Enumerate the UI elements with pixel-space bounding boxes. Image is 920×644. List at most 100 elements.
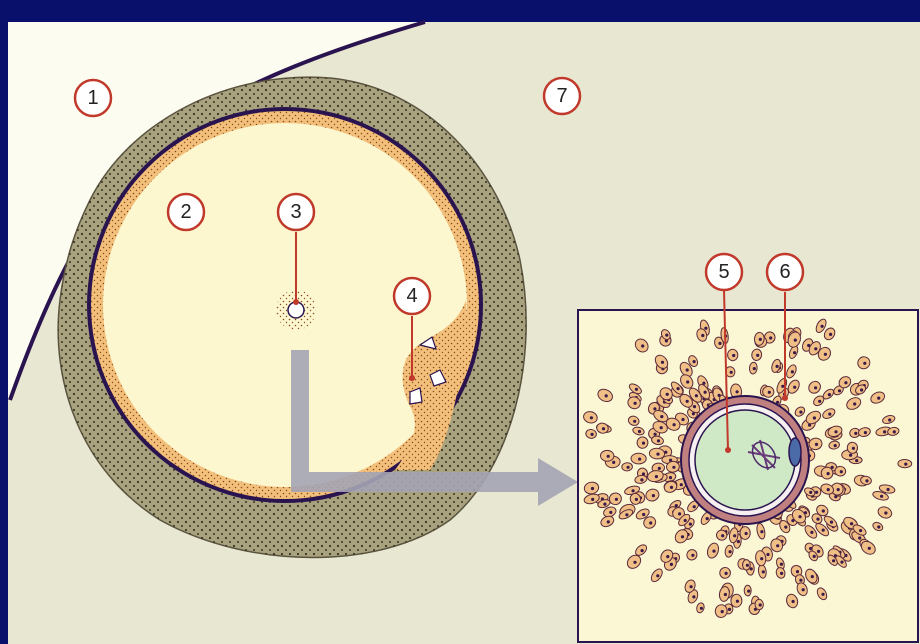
corona-cell-nucleus	[859, 529, 862, 532]
corona-cell-nucleus	[728, 608, 731, 611]
corona-cell-nucleus	[690, 585, 693, 588]
corona-cell-nucleus	[850, 522, 853, 525]
corona-cell-nucleus	[834, 430, 837, 433]
corona-cell-nucleus	[635, 388, 638, 391]
corona-cell-nucleus	[877, 525, 880, 528]
corona-cell-nucleus	[655, 475, 658, 478]
corona-cell-nucleus	[670, 563, 673, 566]
corona-cell-nucleus	[840, 470, 843, 473]
corona-cell-nucleus	[693, 360, 696, 363]
corona-cell-nucleus	[689, 523, 692, 526]
corona-cell-nucleus	[666, 393, 669, 396]
corona-cell-nucleus	[793, 386, 796, 389]
corona-cell-nucleus	[591, 498, 594, 501]
corona-cell-nucleus	[827, 472, 830, 475]
corona-cell-nucleus	[853, 402, 856, 405]
corona-cell-nucleus	[730, 371, 733, 374]
corona-cell-nucleus	[612, 461, 615, 464]
label-3: 3	[278, 194, 314, 230]
corona-cell-nucleus	[792, 600, 795, 603]
corona-cell-nucleus	[666, 555, 669, 558]
corona-cell-nucleus	[822, 509, 825, 512]
corona-cell-nucleus	[745, 532, 748, 535]
corona-cell-nucleus	[860, 388, 863, 391]
corona-cell-nucleus	[686, 400, 689, 403]
corona-cell-nucleus	[837, 488, 840, 491]
corona-cell-nucleus	[793, 351, 796, 354]
corona-cell-nucleus	[858, 536, 861, 539]
corona-cell-nucleus	[893, 430, 896, 433]
corona-cell-nucleus	[780, 572, 783, 575]
corona-cell-nucleus	[852, 447, 855, 450]
corona-cell-nucleus	[634, 402, 637, 405]
corona-cell-nucleus	[863, 362, 866, 365]
corona-cell-nucleus	[627, 466, 630, 469]
corona-cell-nucleus	[638, 430, 641, 433]
corona-cell-nucleus	[766, 553, 769, 556]
corona-cell-nucleus	[821, 593, 824, 596]
corona-cell-nucleus	[607, 455, 610, 458]
corona-cell-nucleus	[660, 415, 663, 418]
corona-cell-nucleus	[669, 476, 672, 479]
corona-cell-nucleus	[818, 400, 821, 403]
oocyte-cytoplasm	[695, 410, 795, 510]
corona-cell-nucleus	[701, 334, 704, 337]
corona-cell-nucleus	[704, 327, 707, 330]
corona-cell-nucleus	[854, 432, 857, 435]
corona-cell-nucleus	[718, 342, 721, 345]
corona-cell-nucleus	[729, 550, 732, 553]
corona-cell-nucleus	[828, 413, 831, 416]
label-5: 5	[706, 254, 742, 290]
corona-cell-nucleus	[591, 433, 594, 436]
corona-cell-nucleus	[746, 564, 749, 567]
corona-cell-nucleus	[832, 559, 835, 562]
corona-cell-nucleus	[633, 420, 636, 423]
svg-text:5: 5	[718, 261, 729, 283]
corona-cell-nucleus	[656, 574, 659, 577]
corona-cell-nucleus	[822, 529, 825, 532]
corona-cell-nucleus	[815, 491, 818, 494]
corona-cell-nucleus	[753, 367, 756, 370]
leader-3-dot	[293, 299, 299, 305]
corona-cell-nucleus	[657, 439, 660, 442]
corona-cell-nucleus	[609, 511, 612, 514]
corona-cell-nucleus	[661, 361, 664, 364]
corona-cell-nucleus	[776, 544, 779, 547]
corona-cell-nucleus	[904, 463, 907, 466]
corona-cell-nucleus	[665, 334, 668, 337]
corona-cell-nucleus	[877, 397, 880, 400]
corona-cell-nucleus	[693, 405, 696, 408]
corona-cell-nucleus	[712, 550, 715, 553]
corona-cell-nucleus	[660, 426, 663, 429]
title-bar	[0, 0, 920, 22]
corona-cell-nucleus	[721, 534, 724, 537]
corona-cell-nucleus	[840, 561, 843, 564]
svg-text:1: 1	[87, 87, 98, 109]
corona-cell-nucleus	[802, 588, 805, 591]
corona-cell-nucleus	[855, 459, 858, 462]
corona-cell-nucleus	[834, 444, 837, 447]
corona-cell-nucleus	[824, 353, 827, 356]
corona-cell-nucleus	[652, 494, 655, 497]
corona-cell-nucleus	[691, 554, 694, 557]
corona-cell-nucleus	[799, 411, 802, 414]
corona-cell-nucleus	[633, 561, 636, 564]
corona-cell-nucleus	[796, 570, 799, 573]
corona-cell-nucleus	[590, 416, 593, 419]
leader-4-dot	[409, 375, 415, 381]
corona-cell-nucleus	[887, 488, 890, 491]
corona-cell-nucleus	[605, 394, 608, 397]
label-1: 1	[75, 80, 111, 116]
corona-cell-nucleus	[838, 389, 841, 392]
svg-text:7: 7	[556, 85, 567, 107]
label-7: 7	[544, 78, 580, 114]
corona-cell-nucleus	[686, 368, 689, 371]
corona-cell-nucleus	[880, 495, 883, 498]
corona-cell-nucleus	[780, 563, 783, 566]
corona-cell-nucleus	[760, 557, 763, 560]
corona-cell-nucleus	[591, 487, 594, 490]
corona-cell-nucleus	[809, 491, 812, 494]
corona-cell-nucleus	[829, 333, 832, 336]
corona-cell-nucleus	[656, 453, 659, 456]
corona-cell-nucleus	[769, 336, 772, 339]
